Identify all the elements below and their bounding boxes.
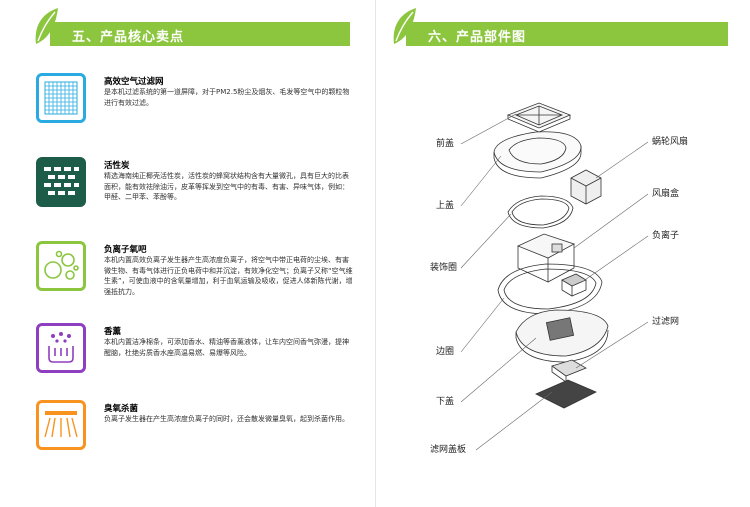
- feature-desc: 精选海南纯正椰壳活性炭，活性炭的蜂窝状结构含有大量微孔，具有巨大的比表面积，能有…: [104, 172, 349, 201]
- grid-filter-icon: [36, 73, 86, 123]
- part-fan-box: [516, 233, 576, 283]
- feature-desc: 本机内置洁净棉条，可添加香水、精油等香薰液体，让车内空间香气弥漫，提神醒脑，杜绝…: [104, 338, 349, 357]
- label-upper-cover: 上盖: [436, 201, 455, 211]
- label-anion: 负离子: [652, 231, 680, 241]
- part-decorative-ring: [507, 195, 574, 229]
- label-decorative-ring: 装饰圈: [430, 263, 458, 273]
- section-header-bar: 六、产品部件图: [406, 22, 728, 46]
- feature-anion: 负离子氧吧 本机内置高效负离子发生器产生高浓度负离子，将空气中带正电荷的尘埃、有…: [36, 241, 356, 301]
- label-edge-ring: 边圈: [436, 347, 455, 357]
- part-filter: [551, 359, 587, 383]
- label-front-cover: 前盖: [436, 139, 455, 149]
- part-anion: [561, 273, 587, 297]
- label-filter-cover: 滤网盖板: [430, 445, 467, 455]
- label-filter: 过滤网: [652, 317, 680, 327]
- ion-bubbles-icon: [36, 241, 86, 291]
- feature-desc: 本机内置高效负离子发生器产生高浓度负离子，将空气中带正电荷的尘埃、有害微生物、有…: [104, 256, 353, 296]
- ozone-spray-icon: [36, 400, 86, 450]
- part-front-cover: [506, 102, 572, 133]
- feature-ozone: 臭氧杀菌 负离子发生器在产生高浓度负离子的同时，还会散发微量臭氧，起到杀菌作用。: [36, 400, 356, 460]
- section-title: 六、产品部件图: [428, 30, 527, 45]
- feature-title: 香薰: [104, 327, 122, 337]
- aroma-icon: [36, 323, 86, 373]
- part-worm-fan: [570, 169, 602, 205]
- label-fan-box: 风扇盒: [652, 189, 680, 199]
- part-edge-ring: [497, 263, 603, 315]
- exploded-parts-diagram: [460, 102, 649, 451]
- feature-title: 臭氧杀菌: [104, 404, 139, 414]
- part-upper-cover: [493, 131, 582, 179]
- feature-desc: 是本机过滤系统的第一道屏障，对于PM2.5粉尘及烟灰、毛发等空气中的颗粒物进行有…: [104, 88, 350, 107]
- feature-desc: 负离子发生器在产生高浓度负离子的同时，还会散发微量臭氧，起到杀菌作用。: [104, 415, 349, 423]
- leaf-icon: [393, 8, 416, 44]
- part-lower-cover: [515, 309, 609, 363]
- feature-title: 负离子氧吧: [104, 245, 147, 255]
- feature-filter: 高效空气过滤网 是本机过滤系统的第一道屏障，对于PM2.5粉尘及烟灰、毛发等空气…: [36, 73, 356, 133]
- label-lower-cover: 下盖: [436, 397, 455, 407]
- section-header-bar: 五、产品核心卖点: [50, 22, 350, 46]
- feature-aroma: 香薰 本机内置洁净棉条，可添加香水、精油等香薰液体，让车内空间香气弥漫，提神醒脑…: [36, 323, 356, 383]
- right-page: 六、产品部件图: [375, 0, 750, 507]
- part-filter-cover: [535, 379, 597, 409]
- leaf-icon: [35, 8, 58, 44]
- feature-title: 高效空气过滤网: [104, 77, 164, 87]
- feature-title: 活性炭: [104, 161, 130, 171]
- section-title: 五、产品核心卖点: [72, 30, 185, 45]
- left-page: 五、产品核心卖点 高效空气过滤网 是本机过滤系统的第一道屏障，对于PM2.5粉尘…: [35, 8, 356, 460]
- carbon-brick-icon: [36, 157, 86, 207]
- feature-carbon: 活性炭 精选海南纯正椰壳活性炭，活性炭的蜂窝状结构含有大量微孔，具有巨大的比表面…: [36, 157, 356, 217]
- label-worm-fan: 蜗轮风扇: [652, 137, 689, 147]
